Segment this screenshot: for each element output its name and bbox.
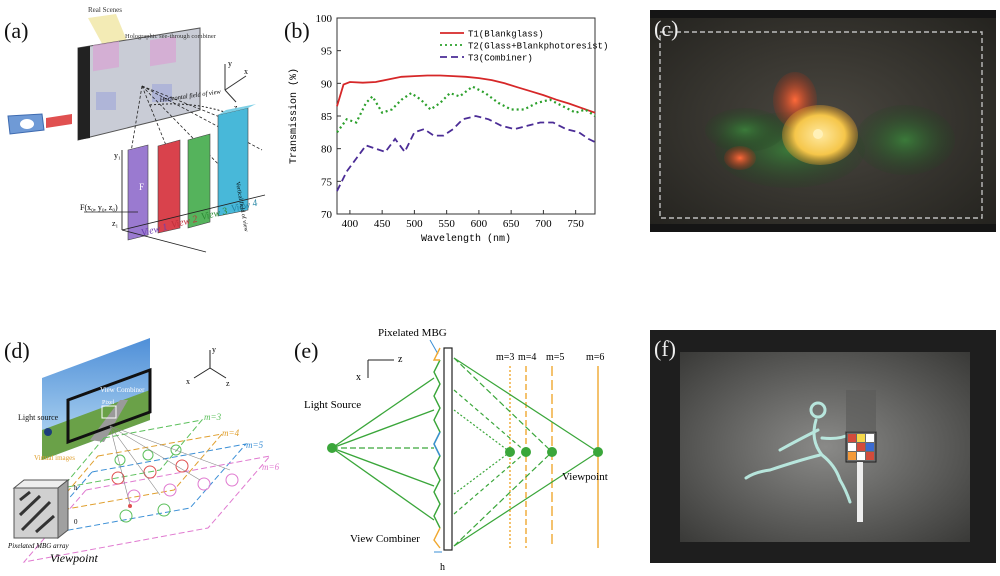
y-tick-label: 80 <box>321 144 333 156</box>
svg-text:y₁: y₁ <box>114 151 121 160</box>
y-tick-label: 90 <box>321 78 333 90</box>
panel-e: (e) Pixelated MBG z x Light Source View … <box>290 320 630 573</box>
svg-text:h: h <box>74 484 78 492</box>
panel-d-diagram: View Combiner Pixel Light source Virtual… <box>7 338 280 565</box>
x-tick-label: 550 <box>438 218 455 230</box>
svg-text:F: F <box>139 182 144 192</box>
viewpoint-text: Viewpoint <box>50 551 98 565</box>
view-combiner-text-e: View Combiner <box>350 533 420 545</box>
panel-e-label: (e) <box>294 338 319 363</box>
y-tick-label: 100 <box>316 13 333 25</box>
series-line-1 <box>336 74 596 114</box>
svg-text:y: y <box>212 345 216 354</box>
svg-text:m=6: m=6 <box>262 462 280 472</box>
point-label: F(x₀, y₀, z₀) <box>80 203 118 212</box>
svg-text:0: 0 <box>74 518 78 526</box>
svg-text:z: z <box>234 103 238 112</box>
svg-text:z: z <box>398 354 403 365</box>
svg-text:m=4: m=4 <box>222 428 240 438</box>
y-tick-label: 70 <box>321 209 333 221</box>
mbg-array-text: Pixelated MBG array <box>7 542 70 550</box>
svg-text:x: x <box>356 372 361 383</box>
panel-c: (c) <box>650 10 996 232</box>
y-tick-label: 85 <box>321 111 333 123</box>
series-line-2 <box>336 85 596 133</box>
x-axis-label: Wavelength (nm) <box>421 233 511 245</box>
viewpoint-text-e: Viewpoint <box>562 471 608 483</box>
svg-text:Virtual images: Virtual images <box>34 454 75 462</box>
x-tick-label: 400 <box>342 218 359 230</box>
svg-text:h: h <box>440 562 445 571</box>
y-axis-label: Transmission (%) <box>288 68 300 164</box>
panel-b: (b) 400 450 500 550 600 650 700 750 70 75 80 85 90 95… <box>280 0 620 260</box>
svg-text:m=4: m=4 <box>518 352 536 363</box>
view-combiner-text: View Combiner <box>100 386 145 394</box>
legend-label-3: T3(Combiner) <box>468 54 533 64</box>
chart-legend: T1(Blankglass) T2(Glass+Blankphotoresist)… <box>440 30 608 64</box>
panel-d: (d) View Combiner Pixel Light source Vir… <box>0 320 300 571</box>
combiner-text: Holographic see-through combiner <box>125 33 217 40</box>
legend-label-1: T1(Blankglass) <box>468 30 544 40</box>
legend-label-2: T2(Glass+Blankphotoresist) <box>468 42 608 52</box>
light-source-text: Light source <box>18 413 59 422</box>
x-tick-label: 700 <box>535 218 552 230</box>
y-tick-label: 75 <box>321 176 333 188</box>
pixelated-mbg-text: Pixelated MBG <box>378 327 447 339</box>
x-tick-label: 450 <box>374 218 391 230</box>
svg-text:m=3: m=3 <box>496 352 514 363</box>
svg-text:m=5: m=5 <box>546 352 564 363</box>
y-tick-label: 95 <box>321 46 333 58</box>
figure-hologram-photo <box>650 330 996 563</box>
panel-a-label: (a) <box>4 18 29 43</box>
x-tick-label: 650 <box>503 218 520 230</box>
svg-text:z: z <box>226 379 230 388</box>
svg-text:Pixel: Pixel <box>102 400 115 406</box>
svg-text:x: x <box>244 67 248 76</box>
x-tick-label: 600 <box>471 218 488 230</box>
panel-d-label: (d) <box>4 338 30 363</box>
panel-f: (f) <box>650 330 996 563</box>
svg-text:z₁: z₁ <box>112 219 119 228</box>
svg-text:y: y <box>228 59 232 68</box>
x-tick-label: 750 <box>567 218 584 230</box>
x-tick-label: 500 <box>406 218 423 230</box>
svg-text:m=3: m=3 <box>204 412 222 422</box>
panel-e-diagram: Pixelated MBG z x Light Source View Comb… <box>304 327 608 573</box>
series-line-3 <box>336 115 596 192</box>
panel-c-label: (c) <box>654 16 679 41</box>
light-source-text-e: Light Source <box>304 399 361 411</box>
panel-b-label: (b) <box>284 18 310 43</box>
svg-text:m=6: m=6 <box>586 352 604 363</box>
panel-a-diagram: Real Scenes Holographic see-through comb… <box>7 6 266 253</box>
flower-hologram-photo <box>650 10 996 232</box>
svg-text:x: x <box>186 377 190 386</box>
real-scenes-text: Real Scenes <box>88 6 122 14</box>
svg-text:m=5: m=5 <box>246 440 264 450</box>
panel-f-label: (f) <box>654 336 676 361</box>
panel-a: (a) Real Scenes Holographic see-through … <box>0 0 290 260</box>
